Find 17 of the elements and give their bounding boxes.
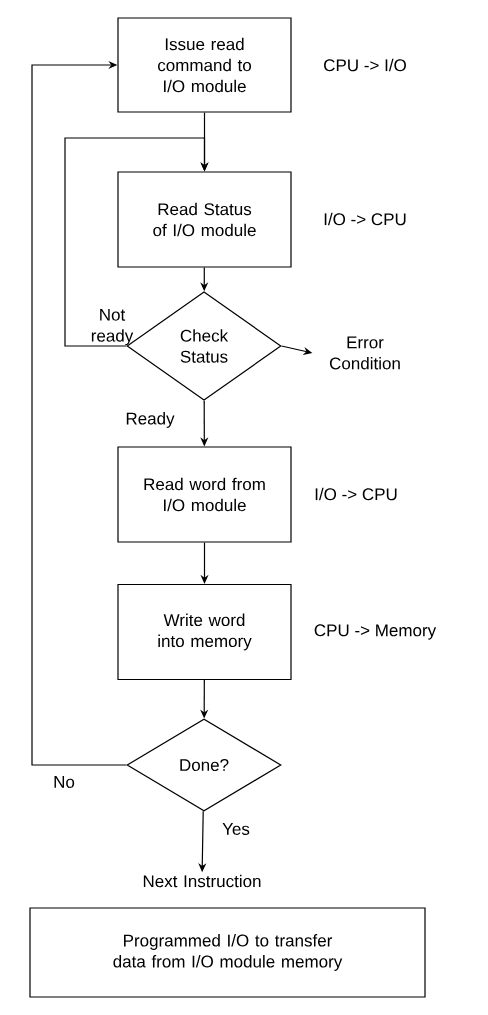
- transfer-label: I/O -> CPU: [315, 487, 397, 501]
- edge-label: Not ready: [91, 308, 134, 346]
- process-box: Read word from I/O module: [117, 446, 292, 543]
- process-box: Issue read command to I/O module: [117, 17, 292, 113]
- process-box: Programmed I/O to transfer data from I/O module memory: [29, 907, 426, 998]
- flow-text: Next Instruction: [143, 874, 261, 888]
- process-box: Write word into memory: [117, 583, 292, 681]
- edge-label: Ready: [126, 412, 175, 428]
- edge-label: No: [54, 776, 75, 788]
- transfer-label: CPU -> Memory: [314, 624, 437, 640]
- transfer-label: CPU -> I/O: [324, 58, 406, 72]
- edge-label: Yes: [222, 823, 250, 835]
- transfer-label: I/O -> CPU: [324, 212, 406, 226]
- arrow: [31, 60, 127, 766]
- flow-text: Error Condition: [329, 336, 400, 370]
- arrow: [64, 137, 209, 347]
- process-box: Read Status of I/O module: [117, 171, 292, 268]
